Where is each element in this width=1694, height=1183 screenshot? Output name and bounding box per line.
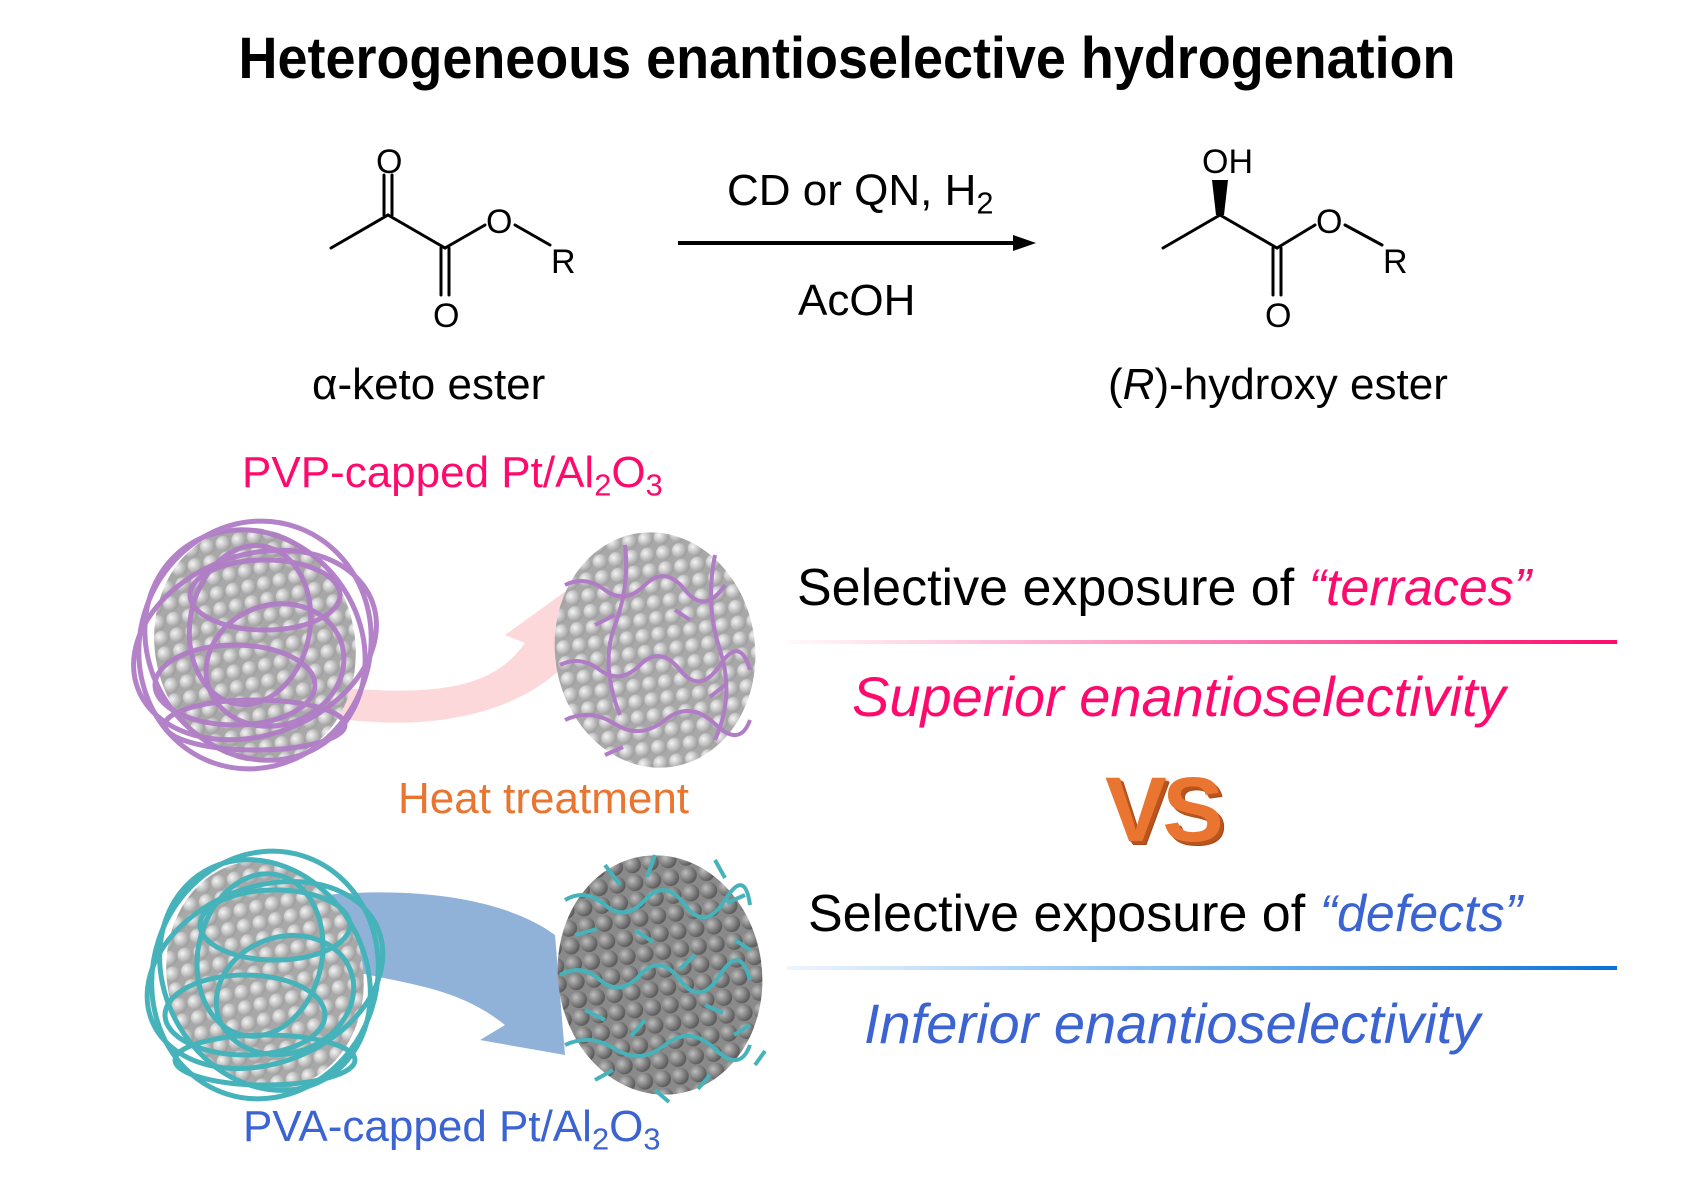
o-r-bond	[1343, 223, 1384, 247]
pva-nanoparticle-illustration	[144, 848, 767, 1104]
reaction-conditions-above: CD or QN, H2	[727, 166, 994, 219]
c-c-bond	[386, 213, 447, 250]
pvp-capped-particle-after	[554, 532, 756, 768]
wedge-bond	[1212, 180, 1228, 215]
h2-subscript: 2	[976, 185, 994, 221]
conditions-text: CD or QN, H	[727, 166, 977, 215]
carbonyl-oxygen: O	[1265, 297, 1291, 335]
pva-statement: Selective exposure of “defects”	[808, 885, 1522, 943]
terraces-highlight: “terraces”	[1308, 559, 1532, 617]
ester-oxygen: O	[1316, 203, 1342, 241]
ester-bond	[443, 223, 487, 250]
figure-title: Heterogeneous enantioselective hydrogena…	[238, 26, 1456, 91]
pva-capped-particle-before	[144, 848, 386, 1102]
pva-divider-line	[787, 966, 1617, 970]
r-group: R	[1383, 243, 1408, 281]
r-hydroxy-ester-structure: OH O O R	[1161, 143, 1408, 335]
reactant-label: α-keto ester	[312, 360, 546, 409]
pvp-nanoparticle-illustration	[131, 518, 756, 772]
heat-treatment-arrow-icon	[315, 570, 595, 723]
methyl-bond	[329, 213, 390, 250]
heat-treatment-arrow-icon	[325, 892, 565, 1055]
superior-enantioselectivity-result: Superior enantioselectivity	[852, 665, 1506, 728]
pva-capped-particle-after	[557, 854, 767, 1104]
r-group: R	[551, 243, 576, 281]
c-c-bond	[1218, 213, 1279, 250]
pva-catalyst-label: PVA-capped Pt/Al2O3	[243, 1102, 661, 1157]
reaction-arrow-icon	[678, 235, 1036, 251]
ester-oxygen: O	[486, 203, 512, 241]
defects-highlight: “defects”	[1319, 885, 1522, 943]
hydroxyl-group: OH	[1202, 143, 1253, 181]
versus-label: VS	[1105, 759, 1224, 861]
heat-treatment-label: Heat treatment	[398, 774, 690, 823]
pvp-capped-particle-before	[131, 518, 379, 772]
ketone-oxygen: O	[376, 143, 402, 181]
pvp-catalyst-label: PVP-capped Pt/Al2O3	[242, 448, 663, 503]
o-r-bond	[513, 223, 552, 247]
reaction-solvent: AcOH	[798, 276, 916, 325]
pvp-statement: Selective exposure of “terraces”	[797, 559, 1532, 617]
alpha-keto-ester-structure: O O O R	[329, 143, 576, 335]
inferior-enantioselectivity-result: Inferior enantioselectivity	[864, 992, 1481, 1055]
pvp-divider-line	[787, 640, 1617, 644]
ester-bond	[1275, 223, 1317, 250]
product-label: (R)-hydroxy ester	[1108, 360, 1448, 409]
methyl-bond	[1161, 213, 1222, 250]
carbonyl-oxygen: O	[433, 297, 459, 335]
